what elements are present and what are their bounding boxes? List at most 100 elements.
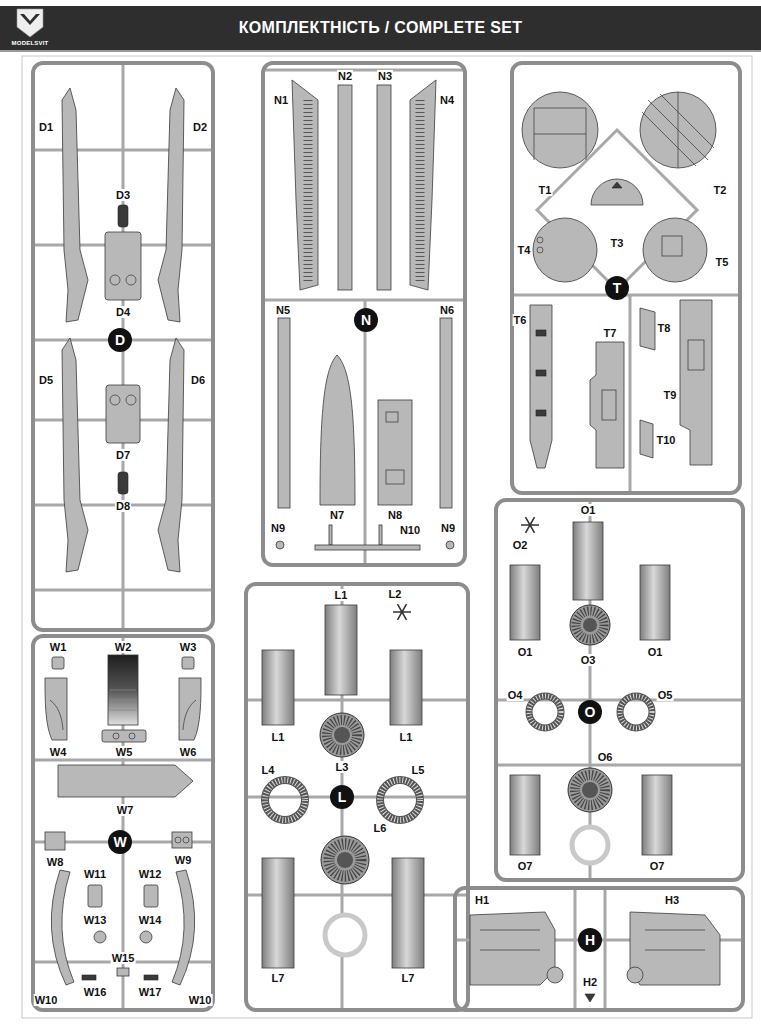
part-number: T1 <box>538 184 553 196</box>
part-number: O1 <box>580 504 597 516</box>
sprue-l-shape <box>265 780 305 820</box>
sprue-l-shape <box>380 780 420 820</box>
part-number: L4 <box>261 764 276 776</box>
sprue-d-shape <box>33 63 213 630</box>
sprue-h-shape <box>645 930 705 950</box>
sprue-t-shape <box>680 300 712 465</box>
part-number: D4 <box>115 306 131 318</box>
part-number: L1 <box>271 731 286 743</box>
part-number: O7 <box>517 860 534 872</box>
sprue-t-shape <box>640 92 716 168</box>
sprue-letter: T <box>605 276 629 300</box>
sprue-o-shape <box>568 768 612 812</box>
sprue-w-shape <box>144 885 158 907</box>
sprue-w-shape <box>58 765 193 797</box>
sprue-t-shape <box>612 182 622 188</box>
sprue-w-shape <box>108 655 138 725</box>
part-number: N9 <box>440 522 456 534</box>
sprue-d-shape <box>126 275 136 285</box>
sprue-n-shape <box>315 545 420 550</box>
part-number: L7 <box>401 972 416 984</box>
sprue-d-shape <box>110 275 120 285</box>
sprue-t-shape <box>537 237 543 243</box>
sprue-w-shape <box>183 837 189 843</box>
sprue-d-shape <box>118 205 128 227</box>
part-number: W7 <box>116 804 135 816</box>
header-band-shape <box>20 14 40 25</box>
part-number: W5 <box>115 746 134 758</box>
sprue-d-shape <box>158 88 184 322</box>
sprue-t-shape <box>662 236 682 256</box>
sprue-o <box>496 500 743 880</box>
sprue-h-shape <box>470 912 555 985</box>
part-number: W11 <box>83 868 107 880</box>
part-number: D1 <box>38 121 54 133</box>
sprue-o-shape <box>583 618 597 632</box>
sprue-letter-text: O <box>585 705 596 719</box>
sprue-w-shape <box>117 968 129 976</box>
sprue-letter: L <box>330 785 354 809</box>
sprue-t-shape <box>640 308 655 350</box>
sprue-t-shape <box>536 410 546 416</box>
part-number: D2 <box>192 121 208 133</box>
part-number: D3 <box>115 189 131 201</box>
part-number: W10 <box>34 994 59 1006</box>
sprue-w-shape <box>129 733 135 739</box>
sprue-l-shape <box>262 650 294 725</box>
part-number: W17 <box>138 986 163 998</box>
part-number: H1 <box>474 894 490 906</box>
sprue-n-shape <box>416 100 425 283</box>
sprue-l-shape <box>321 836 369 884</box>
sprue-w-shape <box>45 678 67 740</box>
sprue-l-shape <box>265 780 305 820</box>
sprue-l-shape <box>325 915 365 955</box>
sprue-t-shape <box>536 370 546 376</box>
sprue-l <box>246 584 468 1010</box>
part-number: N6 <box>439 304 455 316</box>
part-number: L1 <box>334 589 349 601</box>
part-number: L6 <box>373 822 388 834</box>
sprue-d-shape <box>158 338 184 572</box>
sprue-w-shape <box>52 657 64 669</box>
part-number: N9 <box>270 522 286 534</box>
sprue-t-shape <box>534 108 586 160</box>
sprue-t-shape <box>533 218 597 282</box>
part-number: O7 <box>649 860 666 872</box>
sprue-l-shape <box>392 858 424 968</box>
part-number: T7 <box>603 327 618 339</box>
part-number: W12 <box>138 868 163 880</box>
part-number: N2 <box>337 70 353 82</box>
part-number: H2 <box>582 976 598 988</box>
part-number: L1 <box>399 731 414 743</box>
sprue-o-shape <box>496 500 743 880</box>
part-number: O3 <box>580 654 597 666</box>
part-number: L5 <box>411 764 426 776</box>
sprue-d-shape <box>105 232 141 300</box>
sprue-o-shape <box>570 605 610 645</box>
sprue-w-shape <box>172 832 192 848</box>
sprue-letter-text: D <box>115 333 125 347</box>
part-number: W9 <box>174 854 193 866</box>
sprue-n-shape <box>386 470 404 484</box>
sprue-t-shape <box>642 92 714 168</box>
sprue-w-shape <box>33 636 213 1010</box>
part-number: T5 <box>715 256 730 268</box>
sprue-letter-text: H <box>585 933 595 947</box>
sprue-n-shape <box>263 63 465 565</box>
part-number: T8 <box>657 322 672 334</box>
part-number: D8 <box>115 500 131 512</box>
sprue-n-shape <box>278 318 290 508</box>
part-number: T4 <box>517 244 532 256</box>
sprue-o-shape <box>529 696 561 728</box>
sprue-t-shape <box>590 342 624 468</box>
part-number: T2 <box>713 184 728 196</box>
sprue-n-shape <box>338 85 352 290</box>
sprue-letter-text: L <box>338 790 347 804</box>
part-number: O4 <box>507 689 524 701</box>
sprue-o-shape <box>642 775 672 855</box>
sprue-h-shape <box>455 888 743 1010</box>
sprue-w-shape <box>50 700 63 730</box>
sprue-t-shape <box>640 420 653 458</box>
